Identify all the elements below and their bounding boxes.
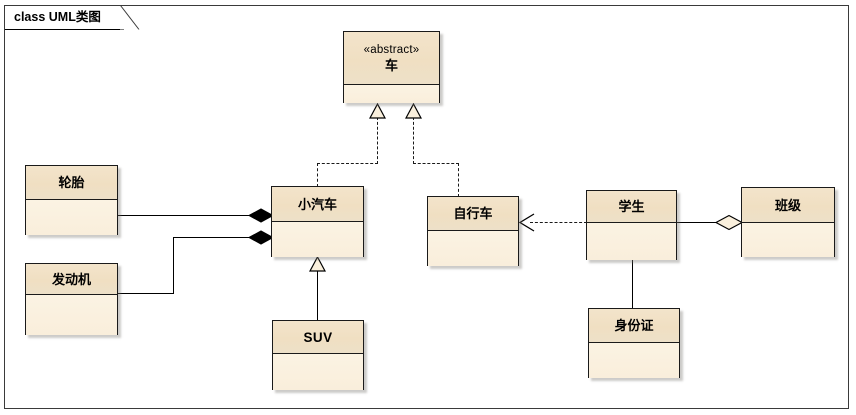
realization-xiaoqiche-segment-vertical-lower	[317, 163, 318, 187]
composition-fadongji-segment-vertical	[173, 237, 174, 294]
diagram-title: class UML类图	[14, 10, 101, 25]
class-node-suv-name: SUV	[303, 329, 333, 345]
class-node-xiaoqiche-header: 小汽车	[272, 187, 363, 222]
class-node-xuesheng-attributes	[587, 223, 676, 260]
class-node-banji-name: 班级	[774, 197, 801, 213]
realization-zixingche-segment-vertical-lower	[458, 163, 459, 197]
diagram-title-name: UML类图	[48, 10, 101, 24]
class-node-luntai-header: 轮胎	[26, 166, 117, 200]
class-node-che-header: «abstract» 车	[344, 32, 439, 85]
class-node-banji-attributes	[742, 223, 834, 257]
class-node-che-stereotype: «abstract»	[363, 43, 420, 56]
composition-fadongji-segment-horizontal-lower	[118, 293, 174, 294]
frame-tab-fill	[5, 6, 123, 29]
class-node-xuesheng-header: 学生	[587, 191, 676, 223]
hollow-diamond-icon-aggregation-banji	[715, 214, 743, 231]
class-node-xiaoqiche[interactable]: 小汽车	[271, 186, 364, 257]
class-node-shenfenzheng-header: 身份证	[589, 309, 679, 343]
class-node-shenfenzheng-attributes	[589, 343, 679, 378]
frame-tab-bottom-edge	[5, 29, 124, 30]
class-node-xuesheng[interactable]: 学生	[586, 190, 677, 260]
class-node-suv[interactable]: SUV	[272, 320, 364, 390]
composition-fadongji-segment-horizontal-upper	[173, 237, 270, 238]
realization-zixingche-segment-vertical-upper	[413, 117, 414, 164]
diagram-frame	[4, 5, 849, 409]
class-node-fadongji-attributes	[26, 295, 117, 335]
open-arrow-icon-dependency-zixingche	[518, 213, 536, 232]
class-node-shenfenzheng-name: 身份证	[614, 318, 654, 333]
generalization-suv-line	[317, 270, 318, 321]
frame-tab-corner	[120, 5, 140, 31]
composition-luntai-line	[118, 215, 270, 216]
class-node-luntai[interactable]: 轮胎	[25, 165, 118, 235]
hollow-triangle-icon-generalization-suv	[309, 256, 326, 272]
class-node-luntai-name: 轮胎	[58, 175, 85, 190]
class-node-xiaoqiche-attributes	[272, 222, 363, 257]
association-xuesheng-shenfenzheng-line	[632, 260, 633, 309]
class-node-fadongji-name: 发动机	[51, 271, 91, 287]
class-node-che[interactable]: «abstract» 车	[343, 31, 440, 103]
realization-xiaoqiche-segment-vertical-upper	[377, 117, 378, 164]
aggregation-xuesheng-banji-line	[676, 222, 742, 223]
class-node-che-name: 车	[384, 57, 398, 73]
class-node-zixingche[interactable]: 自行车	[427, 196, 519, 266]
class-node-suv-header: SUV	[273, 321, 363, 354]
class-node-fadongji[interactable]: 发动机	[25, 263, 118, 335]
class-node-fadongji-header: 发动机	[26, 264, 117, 295]
hollow-triangle-icon-realization-left	[369, 103, 386, 119]
class-node-suv-attributes	[273, 354, 363, 390]
class-node-luntai-attributes	[26, 200, 117, 235]
realization-xiaoqiche-segment-horizontal	[317, 163, 378, 164]
class-node-shenfenzheng[interactable]: 身份证	[588, 308, 680, 378]
class-node-zixingche-header: 自行车	[428, 197, 518, 231]
class-node-zixingche-attributes	[428, 231, 518, 266]
class-node-che-attributes	[344, 85, 439, 103]
diagram-title-keyword: class	[14, 10, 46, 24]
class-node-banji-header: 班级	[742, 188, 834, 223]
class-node-banji[interactable]: 班级	[741, 187, 835, 257]
dependency-xuesheng-zixingche-line	[530, 222, 587, 223]
realization-zixingche-segment-horizontal	[413, 163, 459, 164]
hollow-triangle-icon-realization-right	[405, 103, 422, 119]
class-node-xiaoqiche-name: 小汽车	[297, 196, 337, 212]
class-node-zixingche-name: 自行车	[453, 206, 493, 221]
class-node-xuesheng-name: 学生	[618, 199, 645, 214]
